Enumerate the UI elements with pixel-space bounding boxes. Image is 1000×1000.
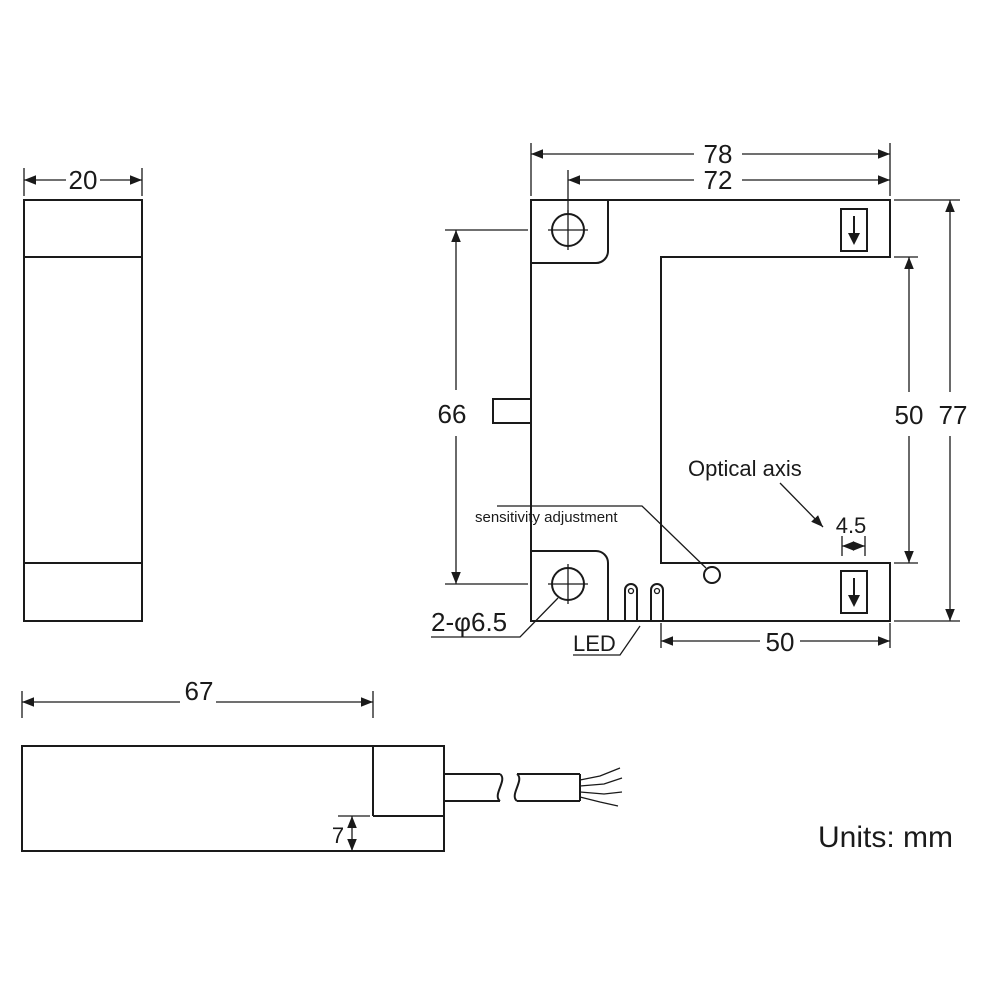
cable-wire — [579, 796, 619, 807]
side-view-body — [23, 199, 143, 622]
cable-break — [513, 773, 521, 802]
side-width-dim: 20 — [69, 165, 98, 195]
slot-depth-dim: 50 — [895, 400, 924, 430]
cable-wire — [579, 791, 623, 795]
connector-stub — [492, 398, 531, 424]
units-label: Units: mm — [818, 821, 953, 854]
hole-spacing-vertical-dim: 66 — [438, 399, 467, 429]
leader-line — [431, 597, 559, 638]
length-dim: 67 — [185, 676, 214, 706]
cable-offset-dim: 7 — [332, 823, 344, 848]
down-arrow-icon — [848, 233, 860, 245]
mounting-boss-top — [531, 200, 609, 264]
sensitivity-adjustment-label: sensitivity adjustment — [475, 509, 618, 526]
led-slot — [650, 583, 664, 621]
overall-height-dim: 77 — [939, 400, 968, 430]
side-view: 20 — [23, 165, 143, 622]
receiver-window — [840, 570, 868, 614]
led-indicator — [627, 587, 635, 595]
led-label: LED — [573, 631, 616, 656]
bottom-view-body — [21, 745, 445, 852]
down-arrow-icon — [848, 595, 860, 607]
hole-spacing-horizontal-dim: 72 — [704, 165, 733, 195]
leader-line — [573, 625, 641, 656]
emitter-window — [840, 208, 868, 252]
optical-axis-label: Optical axis — [688, 456, 802, 481]
cable-wire — [579, 767, 621, 781]
leader-line — [779, 482, 824, 528]
led-indicator — [653, 587, 661, 595]
sensitivity-knob — [703, 566, 721, 584]
cable-wire — [579, 777, 623, 787]
cable-break — [496, 773, 504, 802]
optical-axis-offset-dim: 4.5 — [836, 513, 867, 538]
overall-width-dim: 78 — [704, 139, 733, 169]
leader-line — [497, 505, 707, 569]
bottom-view: 67 7 — [21, 676, 623, 852]
front-view: 78 72 66 50 77 50 Optical axis — [431, 139, 967, 657]
led-slot — [624, 583, 638, 621]
mounting-boss-bottom — [531, 550, 609, 621]
slot-width-dim: 50 — [766, 627, 795, 657]
mounting-holes-label: 2-φ6.5 — [431, 607, 507, 637]
